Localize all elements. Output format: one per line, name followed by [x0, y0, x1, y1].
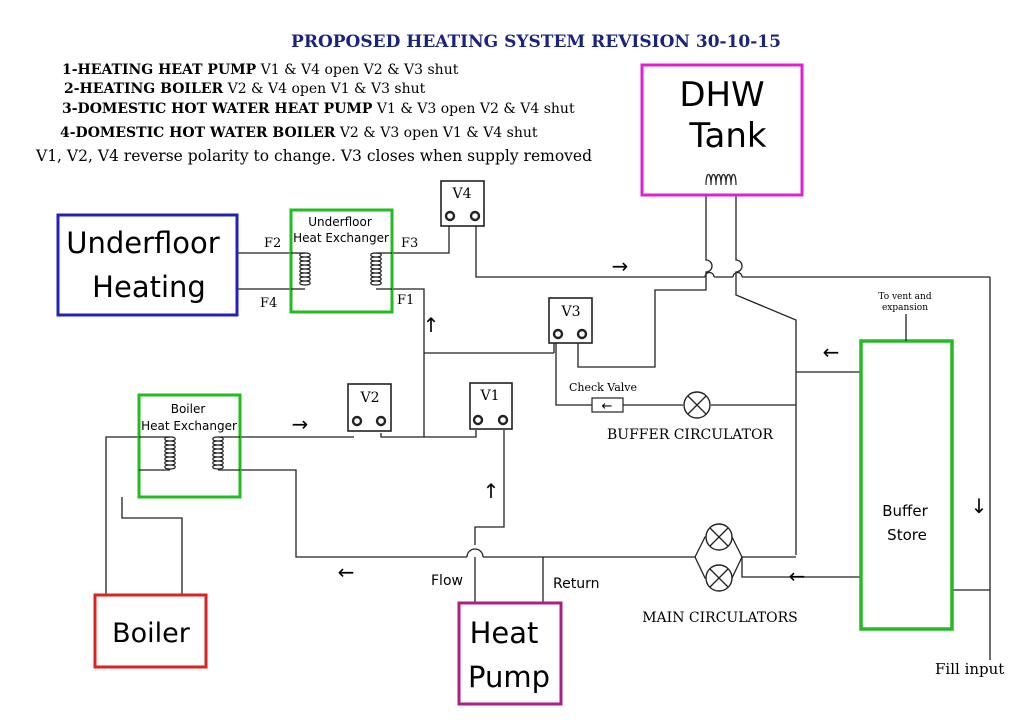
underfloor-heating: Underfloor Heating	[56, 213, 239, 317]
heat-pump-label-2: Pump	[468, 660, 550, 694]
valve-v1-label: V1	[479, 388, 499, 404]
boiler-heat-exchanger: Boiler Heat Exchanger	[137, 393, 242, 499]
fill-input-label: Fill input	[935, 660, 1004, 678]
dhw-tank: DHW Tank	[640, 63, 804, 197]
valve-v2-label: V2	[359, 390, 379, 406]
underfloor-heat-exchanger: Underfloor Heat Exchanger	[289, 208, 394, 314]
port-f3: F3	[401, 236, 418, 251]
valve-v3: V3	[548, 297, 593, 344]
boiler: Boiler	[93, 593, 208, 669]
dhw-tank-label-1: DHW	[679, 75, 764, 115]
valve-v3-label: V3	[560, 304, 580, 320]
valve-v4-label: V4	[451, 186, 471, 202]
arrow-down-icon: ↓	[971, 494, 988, 518]
boiler-hx-label-1: Boiler	[171, 402, 206, 416]
pipework	[105, 185, 991, 660]
buffer-store-label-2: Store	[887, 526, 927, 544]
mode-1-valves: V1 & V4 open V2 & V3 shut	[256, 62, 459, 78]
boiler-hx-label-2: Heat Exchanger	[141, 419, 237, 433]
mode-3-valves: V1 & V3 open V2 & V4 shut	[372, 101, 575, 117]
mode-1-name: 1-HEATING HEAT PUMP	[62, 62, 257, 78]
vent-label-2: expansion	[882, 303, 928, 313]
mode-3: 3-DOMESTIC HOT WATER HEAT PUMP V1 & V3 o…	[62, 101, 575, 117]
arrow-left-icon: ←	[789, 564, 806, 588]
port-f2: F2	[264, 236, 281, 251]
uf-hx-left-coil-icon	[299, 252, 311, 286]
arrow-right-icon: →	[612, 254, 629, 278]
port-f4: F4	[260, 296, 277, 311]
mode-2-name: 2-HEATING BOILER	[64, 81, 223, 97]
buffer-store-label-1: Buffer	[882, 502, 928, 520]
main-circulators: MAIN CIRCULATORS	[642, 523, 798, 626]
underfloor-heating-label-2: Heating	[92, 270, 206, 304]
buffer-store: Buffer Store	[859, 339, 954, 631]
valve-v4: V4	[440, 180, 485, 227]
arrow-up-icon: ↑	[483, 479, 500, 503]
heat-pump: Heat Pump	[457, 601, 563, 706]
arrow-left-icon: ←	[338, 560, 355, 584]
uf-hx-right-coil-icon	[370, 252, 382, 286]
valve-v1: V1	[469, 382, 513, 430]
arrow-left-icon: ←	[823, 340, 840, 364]
mode-3-name: 3-DOMESTIC HOT WATER HEAT PUMP	[62, 101, 373, 117]
buffer-circulator-label: BUFFER CIRCULATOR	[607, 427, 773, 443]
underfloor-hx-label-2: Heat Exchanger	[293, 231, 389, 245]
arrow-right-icon: →	[292, 412, 309, 436]
main-circulators-label: MAIN CIRCULATORS	[642, 610, 798, 626]
heat-pump-label-1: Heat	[470, 616, 539, 650]
mode-4-valves: V2 & V3 open V1 & V4 shut	[335, 125, 538, 141]
dhw-tank-label-2: Tank	[688, 116, 767, 156]
diagram-title: PROPOSED HEATING SYSTEM REVISION 30-10-1…	[291, 32, 781, 52]
mode-4: 4-DOMESTIC HOT WATER BOILER V2 & V3 open…	[60, 125, 538, 141]
check-valve-label: Check Valve	[569, 381, 637, 394]
flow-label: Flow	[431, 573, 463, 589]
mode-4-name: 4-DOMESTIC HOT WATER BOILER	[60, 125, 336, 141]
port-f1: F1	[397, 293, 414, 308]
valve-polarity-note: V1, V2, V4 reverse polarity to change. V…	[35, 147, 592, 165]
arrow-up-icon: ↑	[423, 313, 440, 337]
boiler-hx-left-coil-icon	[164, 436, 176, 470]
boiler-label: Boiler	[112, 618, 191, 649]
buffer-circulator: BUFFER CIRCULATOR	[607, 391, 773, 443]
vent-label-1: To vent and	[878, 292, 931, 302]
underfloor-hx-label-1: Underfloor	[308, 215, 372, 229]
underfloor-heating-label-1: Underfloor	[66, 226, 220, 260]
valve-v2: V2	[347, 383, 392, 432]
dhw-coil-icon	[705, 173, 737, 186]
mode-1: 1-HEATING HEAT PUMP V1 & V4 open V2 & V3…	[62, 62, 459, 78]
buffer-circulator-icon	[687, 395, 707, 415]
boiler-hx-right-coil-icon	[212, 436, 224, 470]
main-circulator-top-icon	[709, 527, 729, 547]
main-circulator-bottom-icon	[709, 568, 729, 588]
return-label: Return	[553, 576, 599, 592]
mode-2: 2-HEATING BOILER V2 & V4 open V1 & V3 sh…	[64, 81, 426, 97]
check-valve: ← Check Valve	[569, 381, 637, 414]
check-valve-arrow-icon: ←	[602, 399, 613, 414]
mode-2-valves: V2 & V4 open V1 & V3 shut	[223, 81, 426, 97]
